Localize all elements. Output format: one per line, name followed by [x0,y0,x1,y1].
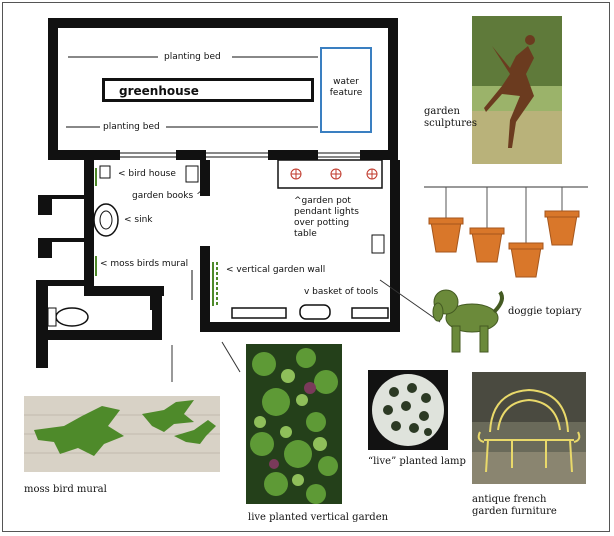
garden-pot-lights-label: ^garden pot pendant lights over potting … [294,196,359,239]
water-feature: water feature [320,47,372,133]
moss-bird-mural-caption: moss bird mural [24,484,107,495]
planted-lamp-photo [368,370,448,450]
garden-books-label: garden books ^ [132,191,204,201]
sink-label: < sink [124,215,153,225]
moss-birds-mural-label: < moss birds mural [100,259,189,269]
greenhouse-box: greenhouse [102,78,314,102]
greenhouse-label: greenhouse [119,84,199,98]
moss-bird-mural-photo [24,396,220,472]
bird-house-label: < bird house [118,169,176,179]
vertical-garden-caption: live planted vertical garden [248,512,389,523]
planted-lamp-caption: “live” planted lamp [368,456,466,467]
garden-sculptures-caption: garden sculptures [424,106,478,129]
doggie-topiary-caption: doggie topiary [508,306,582,317]
water-feature-label: water feature [329,77,363,98]
basket-of-tools-label: v basket of tools [304,287,379,297]
garden-sculpture-photo [472,16,562,164]
planting-bed-top-label: planting bed [164,52,221,62]
antique-furniture-caption: antique french garden furniture [472,494,557,517]
planting-bed-bottom-label: planting bed [103,122,160,132]
vertical-garden-wall-label: < vertical garden wall [226,265,326,275]
vertical-garden-photo [246,344,342,504]
outer-frame [2,2,610,532]
antique-furniture-photo [472,372,586,484]
